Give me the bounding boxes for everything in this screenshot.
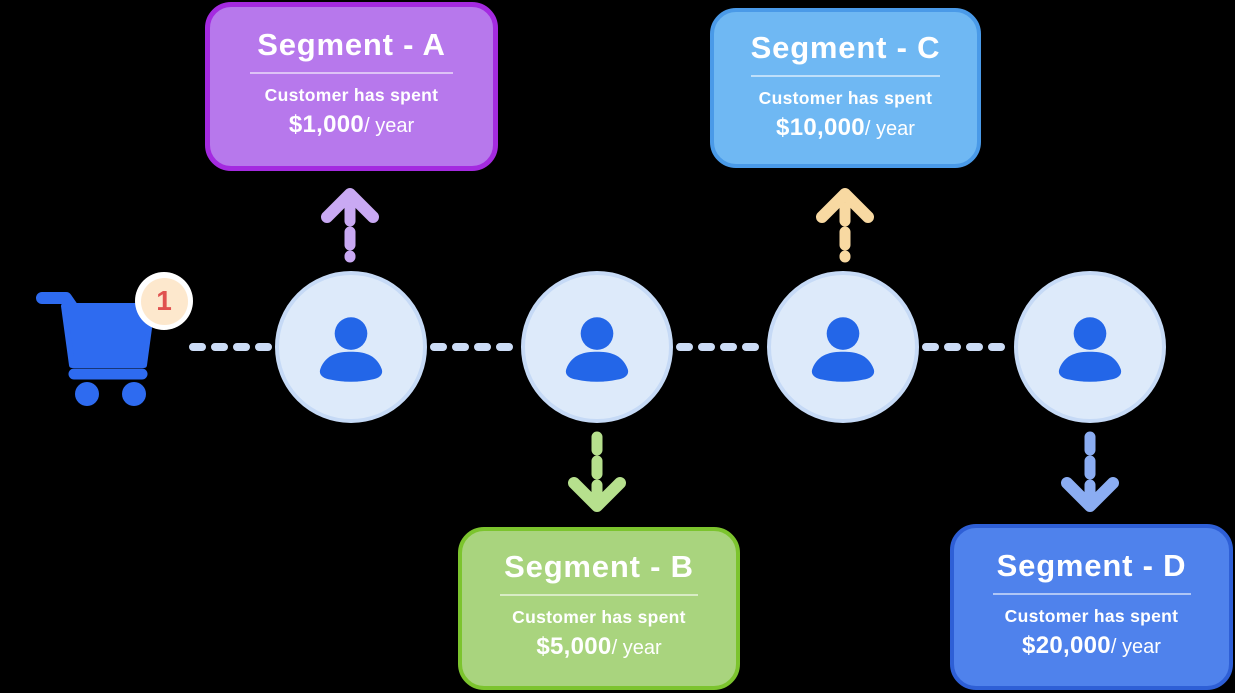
arrow-down-segment-d-icon xyxy=(1061,431,1119,512)
amount-value: $10,000 xyxy=(776,113,865,141)
customer-avatar-3 xyxy=(767,271,919,423)
segment-a-amount: $1,000/ year xyxy=(289,111,414,139)
segment-b-subtitle: Customer has spent xyxy=(512,606,686,627)
divider xyxy=(992,592,1191,595)
amount-value: $1,000 xyxy=(288,110,365,138)
segment-a-subtitle: Customer has spent xyxy=(264,84,439,105)
arrow-up-segment-a-icon xyxy=(321,188,379,263)
segment-c-amount: $10,000/ year xyxy=(776,114,915,142)
person-icon xyxy=(565,317,629,382)
amount-suffix: / year xyxy=(1110,635,1161,658)
person-icon xyxy=(319,317,383,382)
segment-c-card: Segment - C Customer has spent $10,000/ … xyxy=(710,8,981,168)
arrow-head xyxy=(1061,477,1119,512)
amount-suffix: / year xyxy=(864,117,915,140)
customer-avatar-2 xyxy=(521,271,673,423)
segment-c-title: Segment - C xyxy=(750,30,941,65)
segment-a-title: Segment - A xyxy=(257,27,446,62)
arrow-up-segment-c-icon xyxy=(816,188,874,263)
segment-d-card: Segment - D Customer has spent $20,000/ … xyxy=(950,524,1233,690)
customer-avatar-4 xyxy=(1014,271,1166,423)
divider xyxy=(249,71,454,74)
arrow-down-segment-b-icon xyxy=(568,431,626,512)
arrow-head xyxy=(321,188,379,223)
divider xyxy=(750,74,941,77)
person-icon xyxy=(811,317,875,382)
person-icon xyxy=(1058,317,1122,382)
segment-d-title: Segment - D xyxy=(996,548,1187,583)
shopping-cart-icon xyxy=(36,292,155,406)
amount-suffix: / year xyxy=(364,114,415,137)
cart-badge: 1 xyxy=(135,272,193,330)
arrow-head xyxy=(816,188,874,223)
amount-value: $20,000 xyxy=(1022,631,1111,659)
segment-c-subtitle: Customer has spent xyxy=(758,87,933,108)
arrow-head xyxy=(568,477,626,512)
segment-d-subtitle: Customer has spent xyxy=(1004,605,1179,626)
segment-b-card: Segment - B Customer has spent $5,000/ y… xyxy=(458,527,740,690)
segment-b-amount: $5,000/ year xyxy=(536,633,661,661)
amount-value: $5,000 xyxy=(536,632,612,660)
divider xyxy=(500,593,698,596)
customer-avatar-1 xyxy=(275,271,427,423)
segment-d-amount: $20,000/ year xyxy=(1022,632,1161,660)
cart-badge-count: 1 xyxy=(140,277,188,325)
segment-b-title: Segment - B xyxy=(504,549,694,584)
segment-a-card: Segment - A Customer has spent $1,000/ y… xyxy=(205,2,498,171)
amount-suffix: / year xyxy=(611,636,662,659)
